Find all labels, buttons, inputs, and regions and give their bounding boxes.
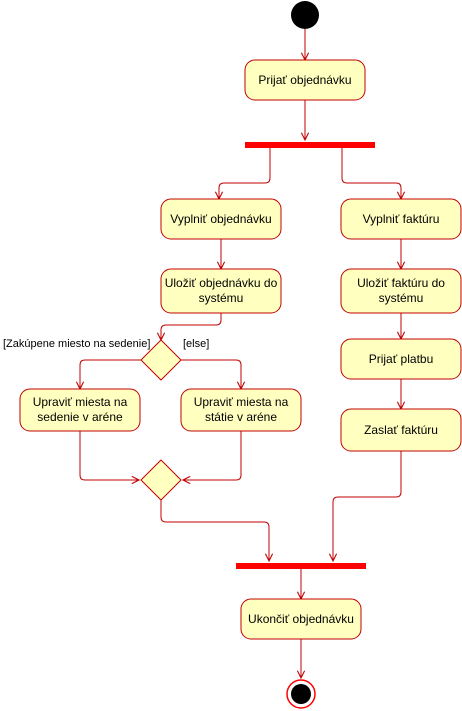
- action-label: Zaslať faktúru: [364, 423, 438, 437]
- action-prijat-objednavku: Prijať objednávku: [244, 59, 366, 101]
- edge-fork-to-vyplnit-objednavku: [219, 148, 271, 199]
- action-label: Vyplniť objednávku: [170, 212, 271, 226]
- action-vyplnit-fakturu: Vyplniť faktúru: [340, 198, 462, 240]
- edges: [80, 29, 401, 678]
- edge-fork-to-vyplnit-fakturu: [341, 148, 401, 199]
- action-zaslat-fakturu: Zaslať faktúru: [340, 408, 462, 452]
- merge-diamond: [140, 459, 182, 501]
- edge-zaslat-to-join: [333, 451, 402, 561]
- action-prijat-platbu: Prijať platbu: [340, 338, 462, 380]
- decision-diamond: [140, 339, 182, 381]
- action-upravit-sedenie: Upraviť miesta na sedenie v aréne: [19, 388, 141, 432]
- action-ulozit-objednavku: Uložiť objednávku do systému: [160, 268, 282, 314]
- action-vyplnit-objednavku: Vyplniť objednávku: [160, 198, 282, 240]
- edge-sedenie-to-merge: [79, 431, 139, 480]
- guard-else: [else]: [183, 338, 209, 350]
- action-label: Prijať objednávku: [258, 73, 351, 87]
- action-label-line-2: systému: [199, 291, 244, 305]
- action-label: Prijať platbu: [369, 352, 434, 366]
- action-label-line-1: Upraviť miesta na: [194, 395, 289, 409]
- edge-merge-to-join: [160, 500, 269, 561]
- action-label-line-1: Uložiť objednávku do: [165, 276, 278, 290]
- action-label-line-2: systému: [379, 291, 424, 305]
- join-bar: [236, 563, 366, 569]
- fork-bar: [245, 142, 375, 148]
- action-ulozit-fakturu: Uložiť faktúru do systému: [340, 268, 462, 314]
- action-label-line-2: sedenie v aréne: [37, 410, 123, 424]
- guard-seated: [Zakúpene miesto na sedenie]: [3, 338, 150, 350]
- action-label-line-1: Uložiť faktúru do: [357, 276, 445, 290]
- edge-decision-to-statie: [181, 359, 241, 389]
- final-node: [286, 679, 316, 709]
- action-upravit-statie: Upraviť miesta na státie v aréne: [180, 388, 302, 432]
- action-label: Vyplniť faktúru: [363, 212, 440, 226]
- initial-node: [291, 1, 319, 29]
- action-label-line-2: státie v aréne: [205, 410, 277, 424]
- action-label-line-1: Upraviť miesta na: [33, 395, 128, 409]
- action-label: Ukončiť objednávku: [248, 612, 354, 626]
- edge-decision-to-sedenie: [80, 359, 141, 389]
- edge-statie-to-merge: [183, 431, 242, 480]
- edge-ulozit-objednavku-to-decision: [161, 313, 222, 340]
- action-ukoncit-objednavku: Ukončiť objednávku: [240, 598, 362, 640]
